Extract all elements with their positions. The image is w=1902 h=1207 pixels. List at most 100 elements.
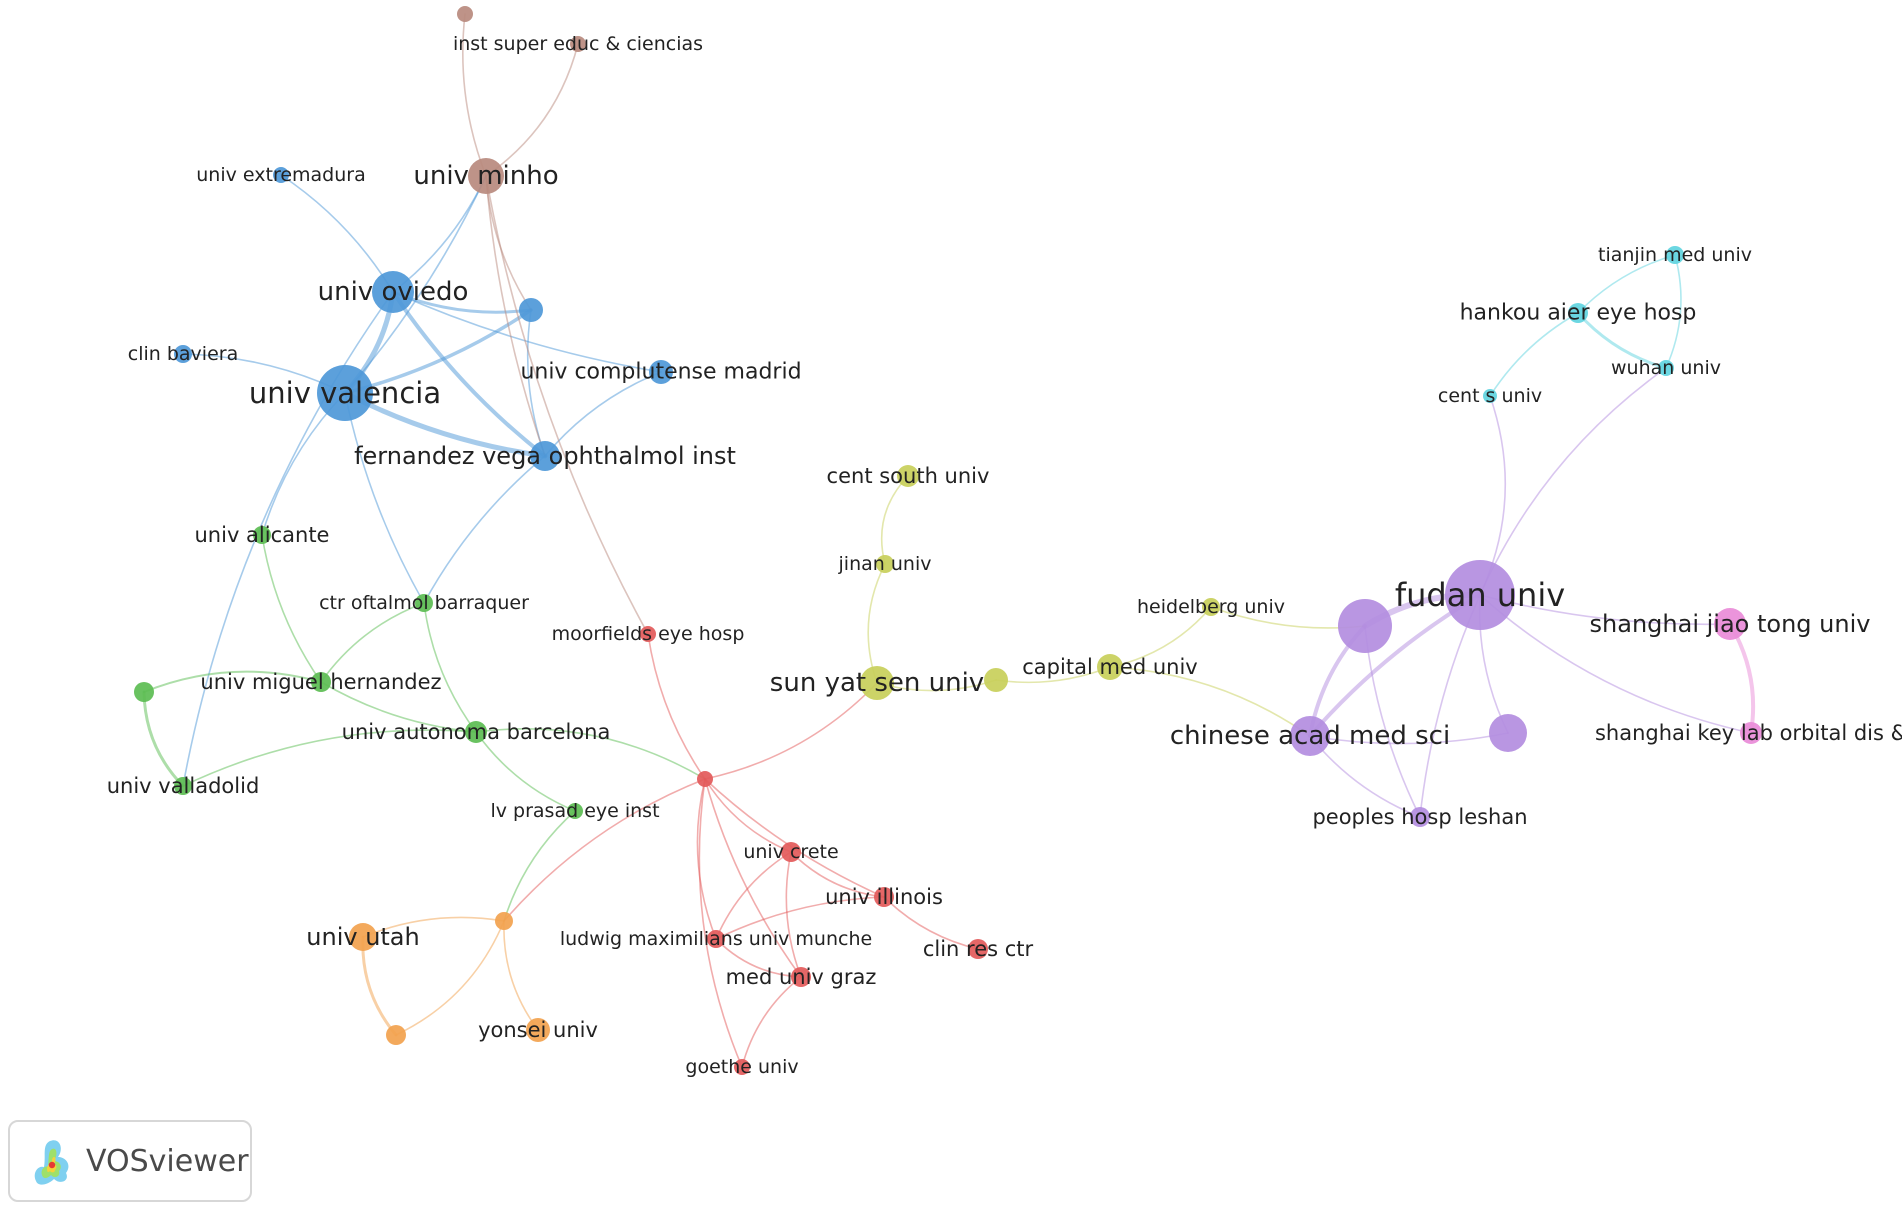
node-univ-valencia[interactable]	[317, 365, 373, 421]
node-label-univ-complutense-madrid: univ complutense madrid	[520, 360, 801, 385]
node-label-inst-super-educ-ciencias: inst super educ & ciencias	[453, 33, 703, 55]
node-label-univ-minho: univ minho	[413, 161, 558, 191]
node-purple-unlabeled-1[interactable]	[1338, 599, 1392, 653]
node-orange-unlabeled[interactable]	[386, 1025, 406, 1045]
node-yonsei-univ[interactable]	[526, 1018, 550, 1042]
link-univ-complutense-madrid-fernandez-vega-ophthalmol-inst	[544, 371, 662, 457]
node-orange-hub[interactable]	[495, 912, 513, 930]
node-hankou-aier-eye-hosp[interactable]	[1568, 303, 1588, 323]
node-label-shanghai-jiao-tong-univ: shanghai jiao tong univ	[1590, 610, 1871, 638]
node-capital-med-univ[interactable]	[1097, 654, 1123, 680]
node-yellow-unlabeled[interactable]	[984, 668, 1008, 692]
link-univ-crete-ludwig-maximilians-univ-munche	[715, 851, 792, 940]
link-univ-valencia-ctr-oftalmol-barraquer	[344, 392, 425, 604]
node-label-fudan-univ: fudan univ	[1395, 576, 1565, 614]
node-sun-yat-sen-univ[interactable]	[860, 666, 894, 700]
node-label-univ-illinois: univ illinois	[825, 885, 943, 909]
node-univ-miguel-hernandez[interactable]	[311, 672, 331, 692]
link-univ-minho-fernandez-vega-ophthalmol-inst	[485, 175, 546, 457]
node-layer	[134, 6, 1762, 1075]
link-moorfields-eye-hosp-red-hub	[647, 633, 706, 780]
node-inst-super-educ-ciencias[interactable]	[570, 36, 586, 52]
link-lv-prasad-eye-inst-orange-hub	[503, 810, 576, 922]
node-univ-crete[interactable]	[781, 842, 801, 862]
node-univ-illinois[interactable]	[874, 887, 894, 907]
node-moorfields-eye-hosp[interactable]	[640, 626, 656, 642]
node-label-tianjin-med-univ: tianjin med univ	[1598, 244, 1752, 266]
node-univ-complutense-madrid[interactable]	[649, 360, 673, 384]
node-univ-oviedo[interactable]	[372, 271, 414, 313]
node-label-univ-miguel-hernandez: univ miguel hernandez	[200, 670, 441, 694]
node-peoples-hosp-leshan[interactable]	[1410, 807, 1430, 827]
link-univ-illinois-ludwig-maximilians-univ-munche	[715, 896, 885, 940]
node-jinan-univ[interactable]	[876, 555, 894, 573]
node-univ-alicante[interactable]	[253, 526, 271, 544]
vosviewer-label: VOSviewer	[86, 1143, 249, 1179]
link-univ-autonoma-barcelona-red-hub	[475, 728, 706, 780]
node-ctr-oftalmol-barraquer[interactable]	[415, 594, 433, 612]
link-red-hub-orange-hub	[503, 778, 706, 922]
node-fernandez-vega-ophthalmol-inst[interactable]	[530, 441, 560, 471]
node-label-univ-extremadura: univ extremadura	[196, 164, 366, 186]
node-label-moorfields-eye-hosp: moorfields eye hosp	[552, 623, 745, 645]
link-univ-alicante-univ-miguel-hernandez	[261, 534, 322, 683]
node-univ-extremadura[interactable]	[273, 167, 289, 183]
node-ludwig-maximilians-univ-munche[interactable]	[707, 930, 725, 948]
node-clin-baviera[interactable]	[174, 345, 192, 363]
link-univ-utah-orange-hub	[362, 916, 505, 938]
node-label-med-univ-graz: med univ graz	[726, 965, 877, 989]
node-blue-unlabeled[interactable]	[519, 298, 543, 322]
node-label-peoples-hosp-leshan: peoples hosp leshan	[1312, 805, 1527, 829]
link-univ-miguel-hernandez-green-unlabeled	[143, 670, 322, 693]
link-med-univ-graz-goethe-univ	[741, 976, 802, 1068]
node-label-shanghai-key-lab-orbital-dis: shanghai key lab orbital dis &	[1595, 721, 1902, 745]
node-label-univ-autonoma-barcelona: univ autonoma barcelona	[342, 720, 611, 744]
link-red-hub-med-univ-graz	[704, 778, 802, 978]
link-red-hub-univ-illinois	[704, 778, 885, 898]
node-label-univ-valencia: univ valencia	[249, 376, 441, 410]
node-label-ctr-oftalmol-barraquer: ctr oftalmol barraquer	[319, 592, 529, 614]
node-label-heidelberg-univ: heidelberg univ	[1137, 596, 1285, 618]
link-univ-autonoma-barcelona-univ-valladolid	[182, 729, 477, 787]
link-shanghai-jiao-tong-univ-shanghai-key-lab-orbital-dis	[1728, 622, 1756, 735]
node-tianjin-med-univ[interactable]	[1666, 246, 1684, 264]
node-purple-unlabeled-2[interactable]	[1489, 714, 1527, 752]
link-univ-oviedo-univ-minho	[392, 175, 487, 293]
link-univ-utah-orange-unlabeled	[361, 935, 398, 1037]
node-label-cent-south-univ: cent south univ	[827, 464, 990, 488]
node-univ-utah[interactable]	[349, 923, 377, 951]
link-univ-miguel-hernandez-univ-autonoma-barcelona	[320, 681, 477, 733]
node-cent-south-univ[interactable]	[897, 465, 919, 487]
node-brown-unlabeled[interactable]	[457, 6, 473, 22]
node-goethe-univ[interactable]	[734, 1059, 750, 1075]
node-label-sun-yat-sen-univ: sun yat sen univ	[770, 668, 984, 698]
node-label-fernandez-vega-ophthalmol-inst: fernandez vega ophthalmol inst	[354, 442, 736, 470]
node-med-univ-graz[interactable]	[791, 967, 811, 987]
node-univ-minho[interactable]	[468, 158, 504, 194]
node-fudan-univ[interactable]	[1445, 560, 1515, 630]
node-green-unlabeled[interactable]	[134, 682, 154, 702]
node-label-capital-med-univ: capital med univ	[1022, 655, 1197, 679]
link-ctr-oftalmol-barraquer-univ-miguel-hernandez	[320, 602, 425, 683]
link-green-unlabeled-univ-valladolid	[142, 690, 185, 788]
node-clin-res-ctr[interactable]	[968, 939, 988, 959]
link-red-hub-univ-crete	[704, 778, 792, 853]
node-shanghai-jiao-tong-univ[interactable]	[1714, 608, 1746, 640]
node-wuhan-univ[interactable]	[1658, 360, 1674, 376]
node-label-jinan-univ: jinan univ	[838, 553, 932, 575]
node-label-univ-alicante: univ alicante	[195, 523, 330, 547]
node-heidelberg-univ[interactable]	[1202, 598, 1220, 616]
node-label-clin-res-ctr: clin res ctr	[923, 937, 1034, 961]
node-label-clin-baviera: clin baviera	[128, 343, 238, 365]
node-label-hankou-aier-eye-hosp: hankou aier eye hosp	[1460, 301, 1697, 326]
node-lv-prasad-eye-inst[interactable]	[567, 803, 583, 819]
node-shanghai-key-lab-orbital-dis[interactable]	[1740, 722, 1762, 744]
node-univ-valladolid[interactable]	[174, 777, 192, 795]
node-cent-s-univ[interactable]	[1483, 389, 1497, 403]
node-red-hub[interactable]	[697, 771, 713, 787]
link-layer	[142, 13, 1756, 1068]
node-label-ludwig-maximilians-univ-munche: ludwig maximilians univ munche	[560, 928, 872, 950]
link-tianjin-med-univ-wuhan-univ	[1665, 254, 1682, 369]
node-chinese-acad-med-sci[interactable]	[1290, 716, 1330, 756]
node-univ-autonoma-barcelona[interactable]	[465, 721, 487, 743]
